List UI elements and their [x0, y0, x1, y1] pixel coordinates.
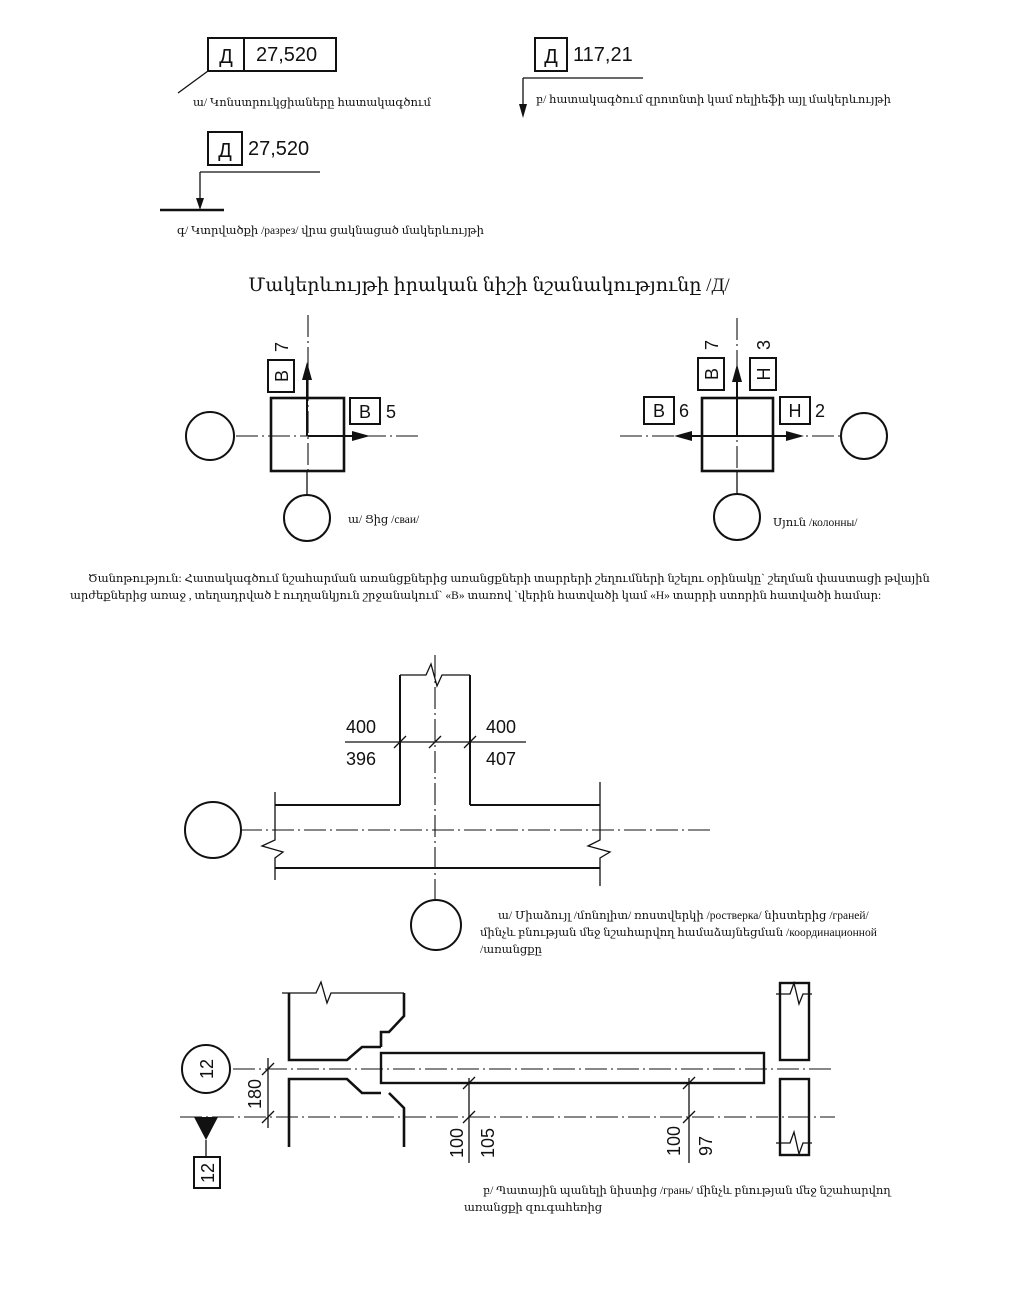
wall-dim-100-a: 100 [447, 1128, 467, 1158]
note-line-1: Ծանոթություն: Հատակագծում նշահարման առան… [88, 573, 930, 585]
pile-diagram: В 7 В 5 ա/ Ցից /сваи/ [185, 315, 420, 542]
tee-axis-bubble-bottom [410, 899, 462, 951]
caption-c: գ/ Կտրվածքի /разрез/ վրա ցակնացած մակերև… [177, 225, 484, 237]
wall-upper-block-right [379, 993, 406, 1047]
pile-arrow-right-head [352, 431, 370, 441]
wall-dim-right-tick-bottom [682, 1110, 696, 1124]
marker-a: Д 27,520 ա/ Կոնստրուկցիաները հատակագծում [177, 37, 432, 109]
column-caption: Սյուն /колонны/ [773, 517, 858, 529]
marker-a-value-box [243, 37, 337, 72]
section-title: Մակերևույթի իրական նիշի նշանակությունը /… [248, 275, 730, 296]
wall-right-break-top [776, 980, 812, 1007]
pile-arrow-up-head [302, 362, 312, 380]
tee-right-bottom: 407 [486, 749, 516, 769]
wall-dim-left-tick-bottom [462, 1110, 476, 1124]
wall-dim-left-tick-top [462, 1076, 476, 1090]
marker-c-value: 27,520 [248, 138, 309, 160]
wall-right-break-bottom [776, 1129, 812, 1157]
wall-axis-label: 12 [197, 1059, 217, 1079]
wall-dim-180: 180 [245, 1079, 265, 1109]
wall-dim-180-tick-top [261, 1062, 275, 1076]
caption-a: ա/ Կոնստրուկցիաները հատակագծում [193, 97, 432, 109]
pile-value-vertical: 7 [272, 342, 292, 352]
column-axis-bubble-bottom [713, 493, 761, 541]
pile-axis-bubble-bottom [283, 494, 331, 542]
tee-left-top: 400 [346, 717, 376, 737]
wall-lower-block-outline [287, 1077, 381, 1147]
wall-upper-block-break [282, 980, 404, 1006]
column-value-v-vertical: 7 [702, 340, 722, 350]
column-arrow-left-head [674, 431, 692, 441]
marker-c: Д 27,520 գ/ Կտրվածքի /разрез/ վրա ցակնաց… [160, 131, 484, 237]
column-arrow-up-head [732, 364, 742, 382]
wall-upper-block-outline [287, 993, 381, 1062]
wall-lower-block-right [388, 1092, 406, 1147]
column-diagram: В 7 Н 3 В 6 Н 2 Սյուն /колонны/ [620, 318, 888, 541]
pile-value-horizontal: 5 [386, 402, 396, 422]
note-line-2: արժեքներից առաջ , տեղադրված է ուղղանկյու… [70, 590, 881, 602]
column-tag-n-horizontal: Н [789, 401, 802, 421]
marker-a-value: 27,520 [256, 44, 317, 66]
marker-b-arrow [519, 104, 527, 118]
column-tag-v-vertical-box [697, 357, 725, 391]
wall-diagram: 12 12 180 100 105 100 97 [180, 980, 892, 1214]
wall-caption-line-1: բ/ Պատային պանելի նիստից /грань/ մինչև բ… [483, 1185, 892, 1197]
tee-stem-break [400, 662, 470, 688]
wall-dim-97: 97 [696, 1136, 716, 1156]
marker-a-letter: Д [219, 46, 233, 68]
wall-level-triangle [194, 1117, 218, 1140]
tee-dim-tick-right [463, 735, 477, 749]
column-axis-bubble-right [840, 412, 888, 460]
marker-b: Д 117,21 բ/ հատակագծում զրոտնտի կամ ռելի… [519, 37, 891, 118]
column-tag-v-horizontal: В [653, 401, 665, 421]
marker-b-value: 117,21 [573, 44, 633, 66]
column-tag-v-vertical: В [702, 368, 722, 380]
wall-dim-right-tick-top [682, 1076, 696, 1090]
pile-tag-v-vertical-box [267, 359, 295, 393]
pile-tag-v-horizontal-box [349, 397, 381, 425]
pile-axis-bubble-left [185, 411, 235, 461]
tee-dim-tick-center [428, 735, 442, 749]
caption-b: բ/ հատակագծում զրոտնտի կամ ռելիեֆի այլ մ… [536, 94, 891, 106]
tee-axis-bubble-left [184, 801, 242, 859]
marker-b-letter-box [534, 37, 568, 72]
column-value-v-horizontal: 6 [679, 401, 689, 421]
wall-axis-bubble [181, 1044, 231, 1094]
tee-right-top: 400 [486, 717, 516, 737]
wall-caption-line-2: առանցքի զուգահեռից [464, 1202, 603, 1214]
wall-level-box [193, 1156, 221, 1189]
wall-panel [379, 1051, 766, 1085]
tee-dim-tick-left [393, 735, 407, 749]
tee-caption-line-2: մինչև բնության մեջ նշահարվող համաձայնեցմ… [480, 926, 877, 939]
column-tag-v-horizontal-box [643, 396, 675, 425]
marker-a-leader [177, 70, 209, 94]
column-value-n-vertical: 3 [754, 340, 774, 350]
marker-c-letter-box [207, 131, 243, 166]
marker-c-letter: Д [218, 140, 232, 162]
tee-caption-line-1: ա/ Միաձույլ /մոնոլիտ/ ռոստվերկի /роствер… [498, 909, 870, 922]
column-arrow-right-head [786, 431, 804, 441]
tee-caption-line-3: /առանցքը [480, 944, 542, 956]
wall-level-label: 12 [198, 1163, 218, 1183]
wall-dim-105: 105 [478, 1128, 498, 1158]
pile-caption: ա/ Ցից /сваи/ [348, 514, 420, 526]
wall-dim-100-b: 100 [664, 1126, 684, 1156]
marker-c-arrow [196, 198, 204, 210]
marker-a-letter-box [207, 37, 245, 72]
marker-b-letter: Д [544, 46, 558, 68]
column-tag-n-horizontal-box [779, 396, 811, 425]
tee-beam-break-left [260, 792, 285, 880]
tee-beam-break-right [586, 782, 612, 886]
column-tag-n-vertical-box [749, 357, 777, 391]
pile-tag-v-vertical: В [272, 370, 292, 382]
wall-dim-180-tick-bottom [261, 1110, 275, 1124]
tee-left-bottom: 396 [346, 749, 376, 769]
pile-tag-v-horizontal: В [359, 402, 371, 422]
column-tag-n-vertical: Н [754, 368, 774, 381]
tee-diagram: 400 396 400 407 ա/ Միաձույլ /մոնոլիտ/ ռո… [184, 655, 877, 956]
column-value-n-horizontal: 2 [815, 401, 825, 421]
